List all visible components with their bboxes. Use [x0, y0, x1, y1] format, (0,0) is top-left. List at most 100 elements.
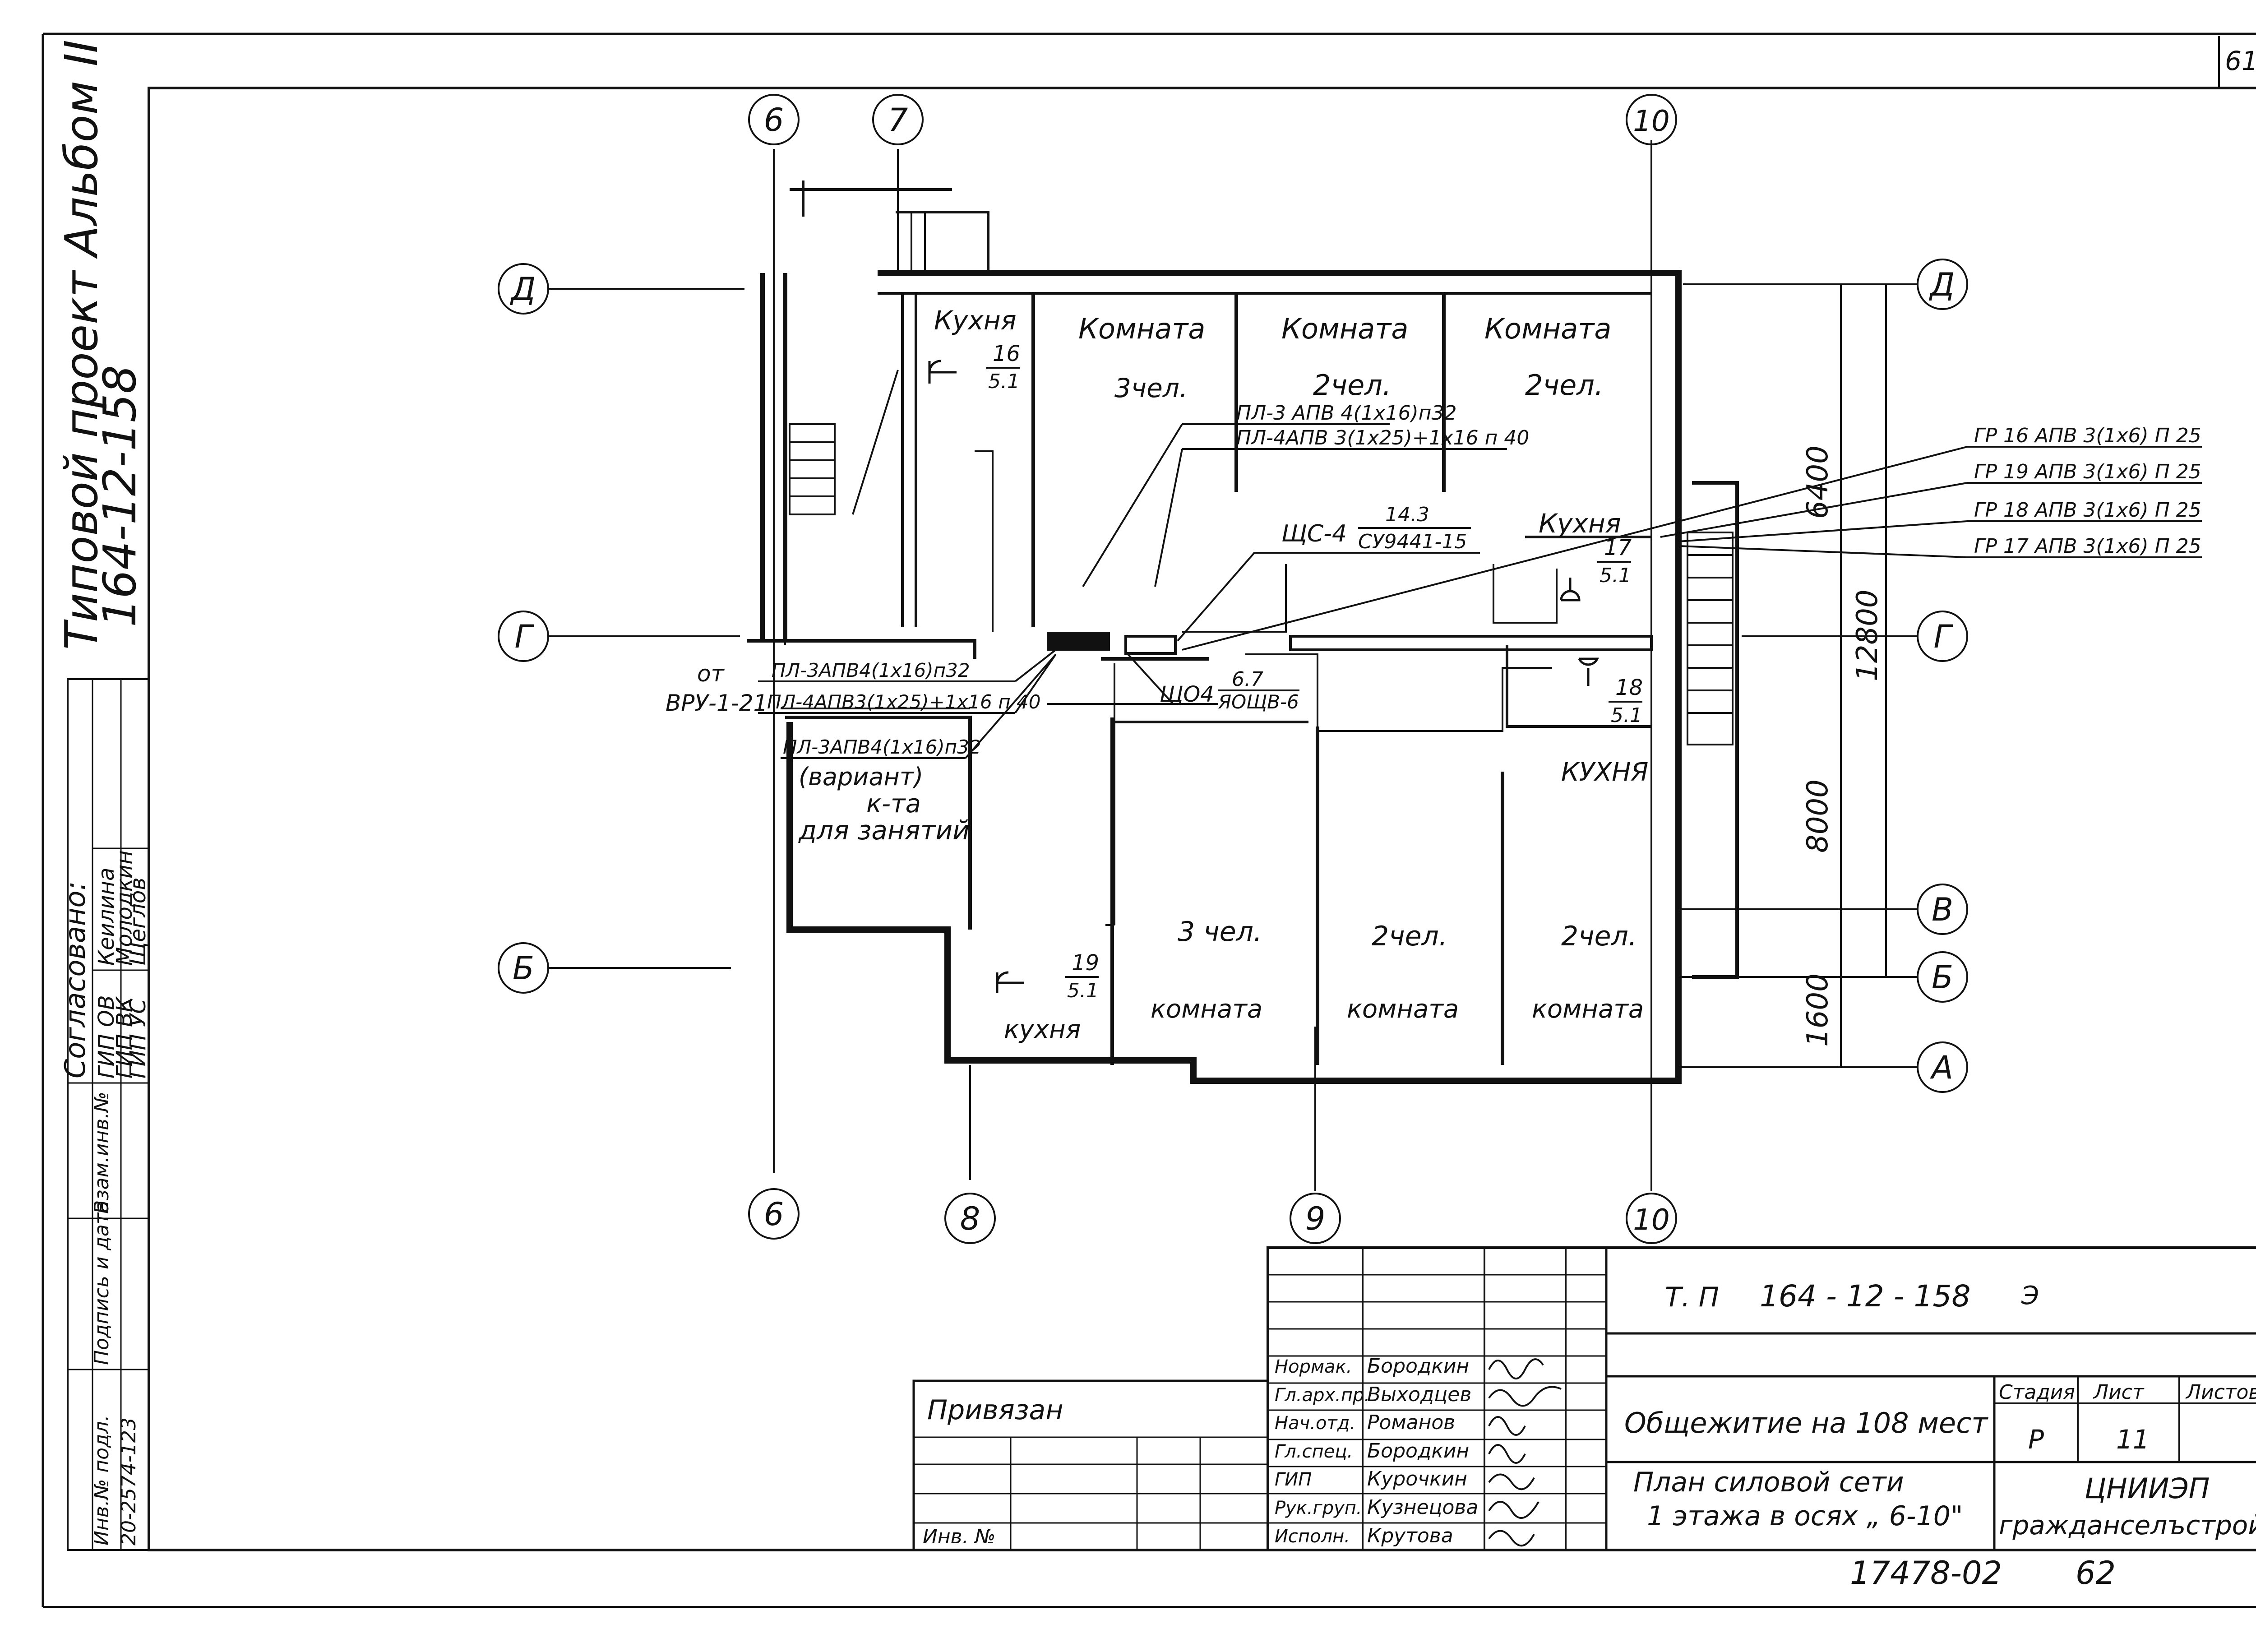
- room-study-name: к-та: [866, 789, 921, 819]
- panel-sho4-rating: 6.7: [1232, 668, 1263, 691]
- axis-bubbles: [498, 94, 1968, 1244]
- approval-header: Согласовано:: [59, 881, 92, 1078]
- tb-role-6: Рук.груп.: [1275, 1498, 1362, 1518]
- fraction-16-bottom: 5.1: [988, 370, 1020, 393]
- axis-6-bottom: 6: [764, 1196, 784, 1233]
- fraction-16: 16 5.1: [986, 341, 1020, 393]
- axis-b-right: Б: [1932, 959, 1953, 996]
- tb-name-1: Бородкин: [1367, 1355, 1469, 1378]
- cable-pl3-variant: ПЛ-3АПВ4(1х16)п32: [783, 736, 981, 758]
- tb-role-2: Гл.арх.пр.: [1275, 1385, 1370, 1406]
- dim-6400: 6400: [1801, 445, 1835, 519]
- room-4-title: комната: [1151, 995, 1262, 1024]
- dim-1600: 1600: [1801, 973, 1835, 1047]
- room-kitchen-right-mid: Кухня: [1539, 508, 1621, 539]
- tb-role-1: Нормак.: [1275, 1356, 1352, 1377]
- tb-org-line1: ЦНИИЭП: [2085, 1472, 2210, 1505]
- room-4-persons: 3 чел.: [1178, 916, 1262, 948]
- panel-sho4-symbol: [1124, 635, 1177, 655]
- socket-icon: [928, 360, 1599, 993]
- dimension-lines: [1827, 283, 1900, 1068]
- strip-inv-label: Инв.№ подл.: [90, 1415, 113, 1546]
- strip-sign-label: Подпись и дата: [90, 1201, 113, 1365]
- cable-pl4-left: ПЛ-4АПВ3(1х25)+1х16 п 40: [767, 691, 1041, 713]
- stair-right: [1687, 532, 1734, 745]
- tb-name-4: Бородкин: [1367, 1439, 1469, 1462]
- panel-shs4-symbol: [1047, 632, 1110, 651]
- axis-a-right: А: [1930, 1049, 1953, 1086]
- title-block-grid: [912, 1246, 2256, 1551]
- axis-g-right: Г: [1934, 618, 1954, 655]
- tb-stage: Р: [2028, 1424, 2044, 1455]
- approval-name-3: Щеглов: [125, 877, 151, 966]
- tb-name-3: Романов: [1367, 1411, 1455, 1434]
- fraction-19: 19 5.1: [1065, 950, 1099, 1002]
- tb-drawing-line1: План силовой сети: [1633, 1467, 1904, 1498]
- panel-sho4-type: ЯОЩВ-6: [1218, 691, 1299, 713]
- cable-gr18: ГР 18 АПВ 3(1х6) П 25: [1974, 499, 2201, 522]
- room-5-persons: 2чел.: [1372, 921, 1447, 952]
- approval-role-3: ГИП УС: [125, 999, 151, 1078]
- cable-gr19: ГР 19 АПВ 3(1х6) П 25: [1974, 460, 2201, 483]
- axis-9-bottom: 9: [1305, 1200, 1326, 1237]
- fraction-19-top: 19: [1072, 950, 1099, 976]
- cable-ot: от: [697, 661, 725, 687]
- fraction-shs4: ЩС-4 14.3 СУ9441-15: [1281, 503, 1471, 553]
- axis-b-left: Б: [513, 950, 534, 987]
- axis-6-top: 6: [764, 102, 784, 139]
- sheet-frame: [42, 32, 2256, 1608]
- tb-privyazan: Привязан: [927, 1394, 1063, 1426]
- fraction-sho4: ЩО4 6.7 ЯОЩВ-6: [1160, 668, 1299, 713]
- tb-org-line2: гражданселъстрой: [1999, 1510, 2256, 1541]
- approval-role-1: ГИП ОВ: [94, 995, 119, 1078]
- dim-8000: 8000: [1801, 779, 1835, 853]
- room-3-title: Комната: [1484, 312, 1611, 345]
- fraction-17-bottom: 5.1: [1600, 564, 1631, 587]
- tb-number: 164 - 12 - 158: [1760, 1279, 1970, 1314]
- axis-g-left: Г: [515, 618, 535, 655]
- fraction-17-top: 17: [1604, 535, 1632, 560]
- fraction-18-bottom: 5.1: [1611, 704, 1642, 727]
- room-2-persons: 2чел.: [1313, 369, 1392, 402]
- room-6-persons: 2чел.: [1561, 921, 1637, 952]
- tb-sheets-label: Листов: [2185, 1381, 2256, 1404]
- cable-gr16: ГР 16 АПВ 3(1х6) П 25: [1974, 424, 2201, 447]
- room-1-persons: 3чел.: [1114, 373, 1188, 403]
- axis-8-bottom: 8: [960, 1200, 980, 1237]
- cable-pl4-top: ПЛ-4АПВ 3(1х25)+1х16 п 40: [1236, 426, 1529, 449]
- tb-code: Т. П: [1665, 1282, 1719, 1313]
- footer-page-number: 62: [2076, 1555, 2116, 1592]
- tb-name-2: Выходцев: [1367, 1383, 1471, 1406]
- tb-name-5: Курочкин: [1367, 1467, 1467, 1490]
- panel-shs4-rating: 14.3: [1385, 503, 1429, 526]
- approval-name-2: Молодкин: [112, 850, 137, 966]
- approval-name-1: Кеилина: [94, 868, 119, 966]
- signature-scribbles: [1488, 1358, 1562, 1547]
- dim-12800: 12800: [1851, 589, 1884, 681]
- cable-gr17: ГР 17 АПВ 3(1х6) П 25: [1974, 535, 2201, 558]
- tb-role-4: Гл.спец.: [1275, 1441, 1353, 1462]
- cable-pl3-top: ПЛ-3 АПВ 4(1х16)п32: [1236, 402, 1457, 425]
- tb-role-3: Нач.отд.: [1275, 1413, 1355, 1434]
- building-walls: [747, 180, 1739, 1084]
- tb-role-5: ГИП: [1275, 1469, 1312, 1490]
- tb-name-7: Крутова: [1367, 1524, 1453, 1547]
- room-study-variant: (вариант): [799, 763, 923, 791]
- room-study-purpose: для занятий: [798, 815, 970, 846]
- tb-stage-label: Стадия: [1999, 1381, 2075, 1404]
- panel-sho4-label: ЩО4: [1160, 682, 1214, 707]
- cable-vru: ВРУ-1-21: [666, 690, 767, 716]
- tb-section: Э: [2021, 1281, 2039, 1310]
- footer-archive-number: 17478-02: [1850, 1555, 2002, 1592]
- room-3-persons: 2чел.: [1525, 369, 1604, 402]
- panel-shs4-label: ЩС-4: [1281, 520, 1347, 547]
- tb-building: Общежитие на 108 мест: [1624, 1407, 1988, 1439]
- sheet-number-corner: 61: [2225, 46, 2256, 76]
- approval-role-2: ГИП ВК: [112, 996, 137, 1078]
- axis-v-right: В: [1932, 891, 1953, 928]
- tb-role-7: Исполн.: [1275, 1526, 1350, 1547]
- axis-10-bottom: 10: [1633, 1203, 1669, 1237]
- room-1-title: Комната: [1078, 312, 1205, 345]
- approval-strip: [67, 678, 150, 1551]
